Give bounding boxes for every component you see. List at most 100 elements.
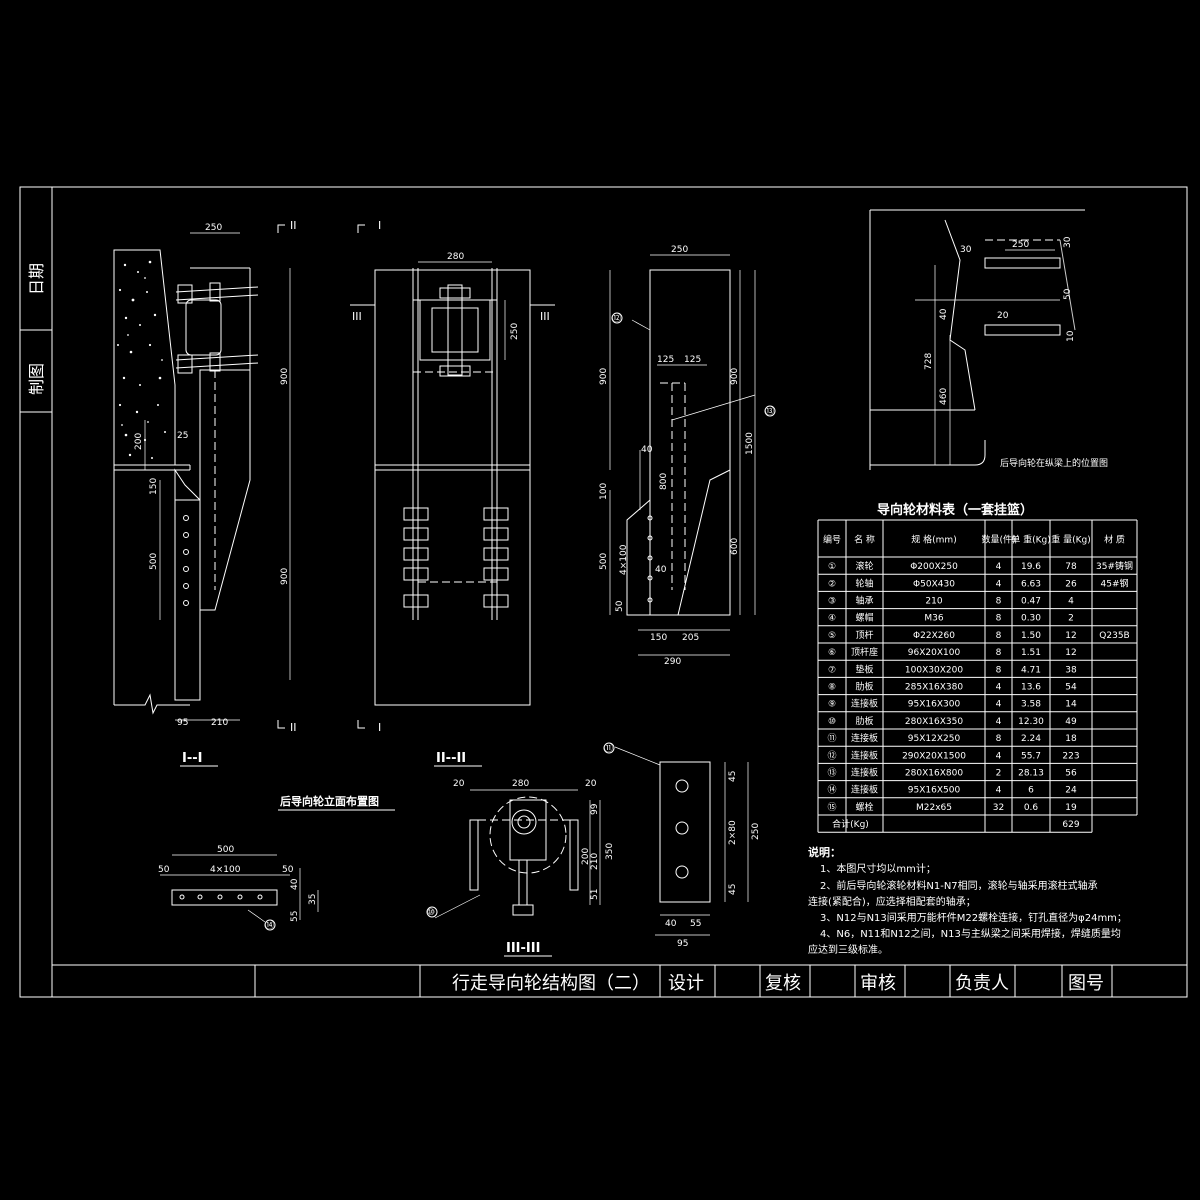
table-cell: 4 bbox=[996, 717, 1002, 727]
table-cell: 78 bbox=[1065, 562, 1077, 572]
table-header-cell: 规 格(mm) bbox=[911, 534, 956, 546]
table-cell: 210 bbox=[925, 597, 942, 607]
part-callout: ⑭ bbox=[265, 920, 274, 931]
table-cell: 4 bbox=[996, 683, 1002, 693]
dim-label: 100 bbox=[599, 483, 609, 500]
bolt-holes-view3 bbox=[647, 515, 653, 603]
table-cell: 1.50 bbox=[1021, 631, 1041, 641]
table-cell: 螺栓 bbox=[855, 801, 873, 813]
table-cell: 4 bbox=[1068, 597, 1074, 607]
table-cell: 4 bbox=[996, 751, 1002, 761]
dim-label: 500 bbox=[599, 553, 609, 570]
table-header-cell: 数量(件) bbox=[981, 534, 1015, 546]
dim-label: 800 bbox=[659, 473, 669, 490]
dim-label: 150 bbox=[149, 478, 159, 495]
table-cell: 3.58 bbox=[1021, 700, 1041, 710]
view-side-plate bbox=[609, 254, 756, 656]
view-section-II bbox=[374, 261, 531, 706]
view-title-II: II--II bbox=[436, 751, 466, 766]
table-total-value: 629 bbox=[1062, 820, 1079, 830]
dim-label: 210 bbox=[590, 853, 600, 870]
dim-label: 250 bbox=[205, 223, 222, 233]
note-line: 4、N6，N11和N12之间，N13与主纵梁之间采用焊接，焊缝质量均 bbox=[820, 927, 1121, 940]
table-cell: M22x65 bbox=[916, 803, 952, 813]
dim-label: 350 bbox=[605, 843, 615, 860]
dim-label: 280 bbox=[512, 779, 529, 789]
view-position-on-girder bbox=[869, 209, 1085, 470]
table-cell: 8 bbox=[996, 631, 1002, 641]
table-cell: 4.71 bbox=[1021, 665, 1041, 675]
drawing-frame bbox=[19, 186, 1188, 998]
view1-dimension-labels: 250 900 200 25 150 500 900 95 210 bbox=[134, 223, 290, 728]
table-cell: 4 bbox=[996, 700, 1002, 710]
table-cell: 290X20X1500 bbox=[902, 751, 966, 761]
table-cell: 95X12X250 bbox=[908, 734, 961, 744]
dim-label: 20 bbox=[453, 779, 465, 789]
plate-14: 500 50 4×100 50 40 55 35 ⑭ bbox=[158, 845, 319, 931]
table-cell: Φ22X260 bbox=[913, 631, 955, 641]
table-cell: 19.6 bbox=[1021, 562, 1041, 572]
table-cell: 32 bbox=[993, 803, 1004, 813]
dim-label: 10 bbox=[1066, 330, 1076, 342]
dim-label: 40 bbox=[290, 878, 300, 890]
dim-label: 20 bbox=[997, 311, 1009, 321]
table-cell: 4 bbox=[996, 786, 1002, 796]
dim-label: 125 bbox=[684, 355, 701, 365]
dim-label: 4×100 bbox=[210, 865, 241, 875]
table-cell: 轴承 bbox=[855, 595, 873, 607]
table-cell: 螺帽 bbox=[855, 612, 873, 624]
table-cell: 4 bbox=[996, 562, 1002, 572]
topright-note: 后导向轮在纵梁上的位置图 bbox=[1000, 457, 1108, 469]
dim-label: 250 bbox=[510, 323, 520, 340]
table-cell: 肋板 bbox=[855, 715, 873, 727]
table-cell: 35#铸钢 bbox=[1096, 560, 1133, 572]
table-cell: 285X16X380 bbox=[905, 683, 963, 693]
table-cell: 223 bbox=[1062, 751, 1079, 761]
view-title-III: III-III bbox=[506, 941, 540, 956]
side-label-date: 日期 bbox=[27, 263, 46, 295]
section-mark: I bbox=[378, 721, 381, 734]
part-callout: ⑬ bbox=[765, 406, 774, 417]
table-cell: 55.7 bbox=[1021, 751, 1041, 761]
title-field-responsible: 负责人 bbox=[955, 973, 1009, 994]
table-cell: 8 bbox=[996, 597, 1002, 607]
section-mark: I bbox=[378, 219, 381, 232]
table-header-cell: 单 重(Kg) bbox=[1011, 534, 1051, 546]
dim-label: 40 bbox=[641, 445, 653, 455]
table-cell: 18 bbox=[1065, 734, 1077, 744]
table-cell: 54 bbox=[1065, 683, 1077, 693]
view-title-I: I--I bbox=[182, 751, 202, 766]
note-line: 1、本图尺寸均以mm计； bbox=[820, 862, 936, 875]
view3-dimension-labels: 250 125 125 900 900 1500 40 800 100 500 … bbox=[599, 245, 776, 667]
dim-label: 50 bbox=[282, 865, 294, 875]
dim-label: 125 bbox=[657, 355, 674, 365]
table-cell: 280X16X350 bbox=[905, 717, 963, 727]
notes: 说明： 1、本图尺寸均以mm计； 2、前后导向轮滚轮材料N1-N7相同，滚轮与轴… bbox=[808, 845, 1127, 956]
table-cell: 2 bbox=[996, 769, 1002, 779]
table-cell: ⑧ bbox=[828, 683, 836, 693]
dim-label: 1500 bbox=[745, 432, 755, 455]
table-cell: 轮轴 bbox=[855, 577, 873, 589]
table-cell: 96X20X100 bbox=[908, 648, 961, 658]
part-callout: ⑩ bbox=[427, 908, 435, 918]
table-cell: 2 bbox=[1068, 614, 1074, 624]
table-cell: 14 bbox=[1065, 700, 1077, 710]
table-cell: 8 bbox=[996, 665, 1002, 675]
table-total-label: 合计(Kg) bbox=[832, 818, 869, 830]
table-cell: 1.51 bbox=[1021, 648, 1041, 658]
drawing-title: 行走导向轮结构图（二） bbox=[452, 973, 650, 994]
table-header-cell: 材 质 bbox=[1104, 534, 1125, 546]
dim-label: 200 bbox=[581, 848, 591, 865]
dim-label: 51 bbox=[590, 889, 600, 900]
table-cell: 顶杆 bbox=[855, 629, 873, 641]
dim-label: 45 bbox=[728, 771, 738, 782]
table-cell: 8 bbox=[996, 648, 1002, 658]
view-section-III: 20 280 20 99 350 210 200 51 ⑩ bbox=[426, 779, 615, 919]
dim-label: 20 bbox=[585, 779, 597, 789]
dim-label: 900 bbox=[280, 568, 290, 585]
table-cell: 280X16X800 bbox=[905, 769, 963, 779]
table-cell: 28.13 bbox=[1018, 769, 1044, 779]
table-cell: 13.6 bbox=[1021, 683, 1041, 693]
title-field-design: 设计 bbox=[668, 973, 704, 994]
table-cell: ⑪ bbox=[827, 733, 836, 744]
